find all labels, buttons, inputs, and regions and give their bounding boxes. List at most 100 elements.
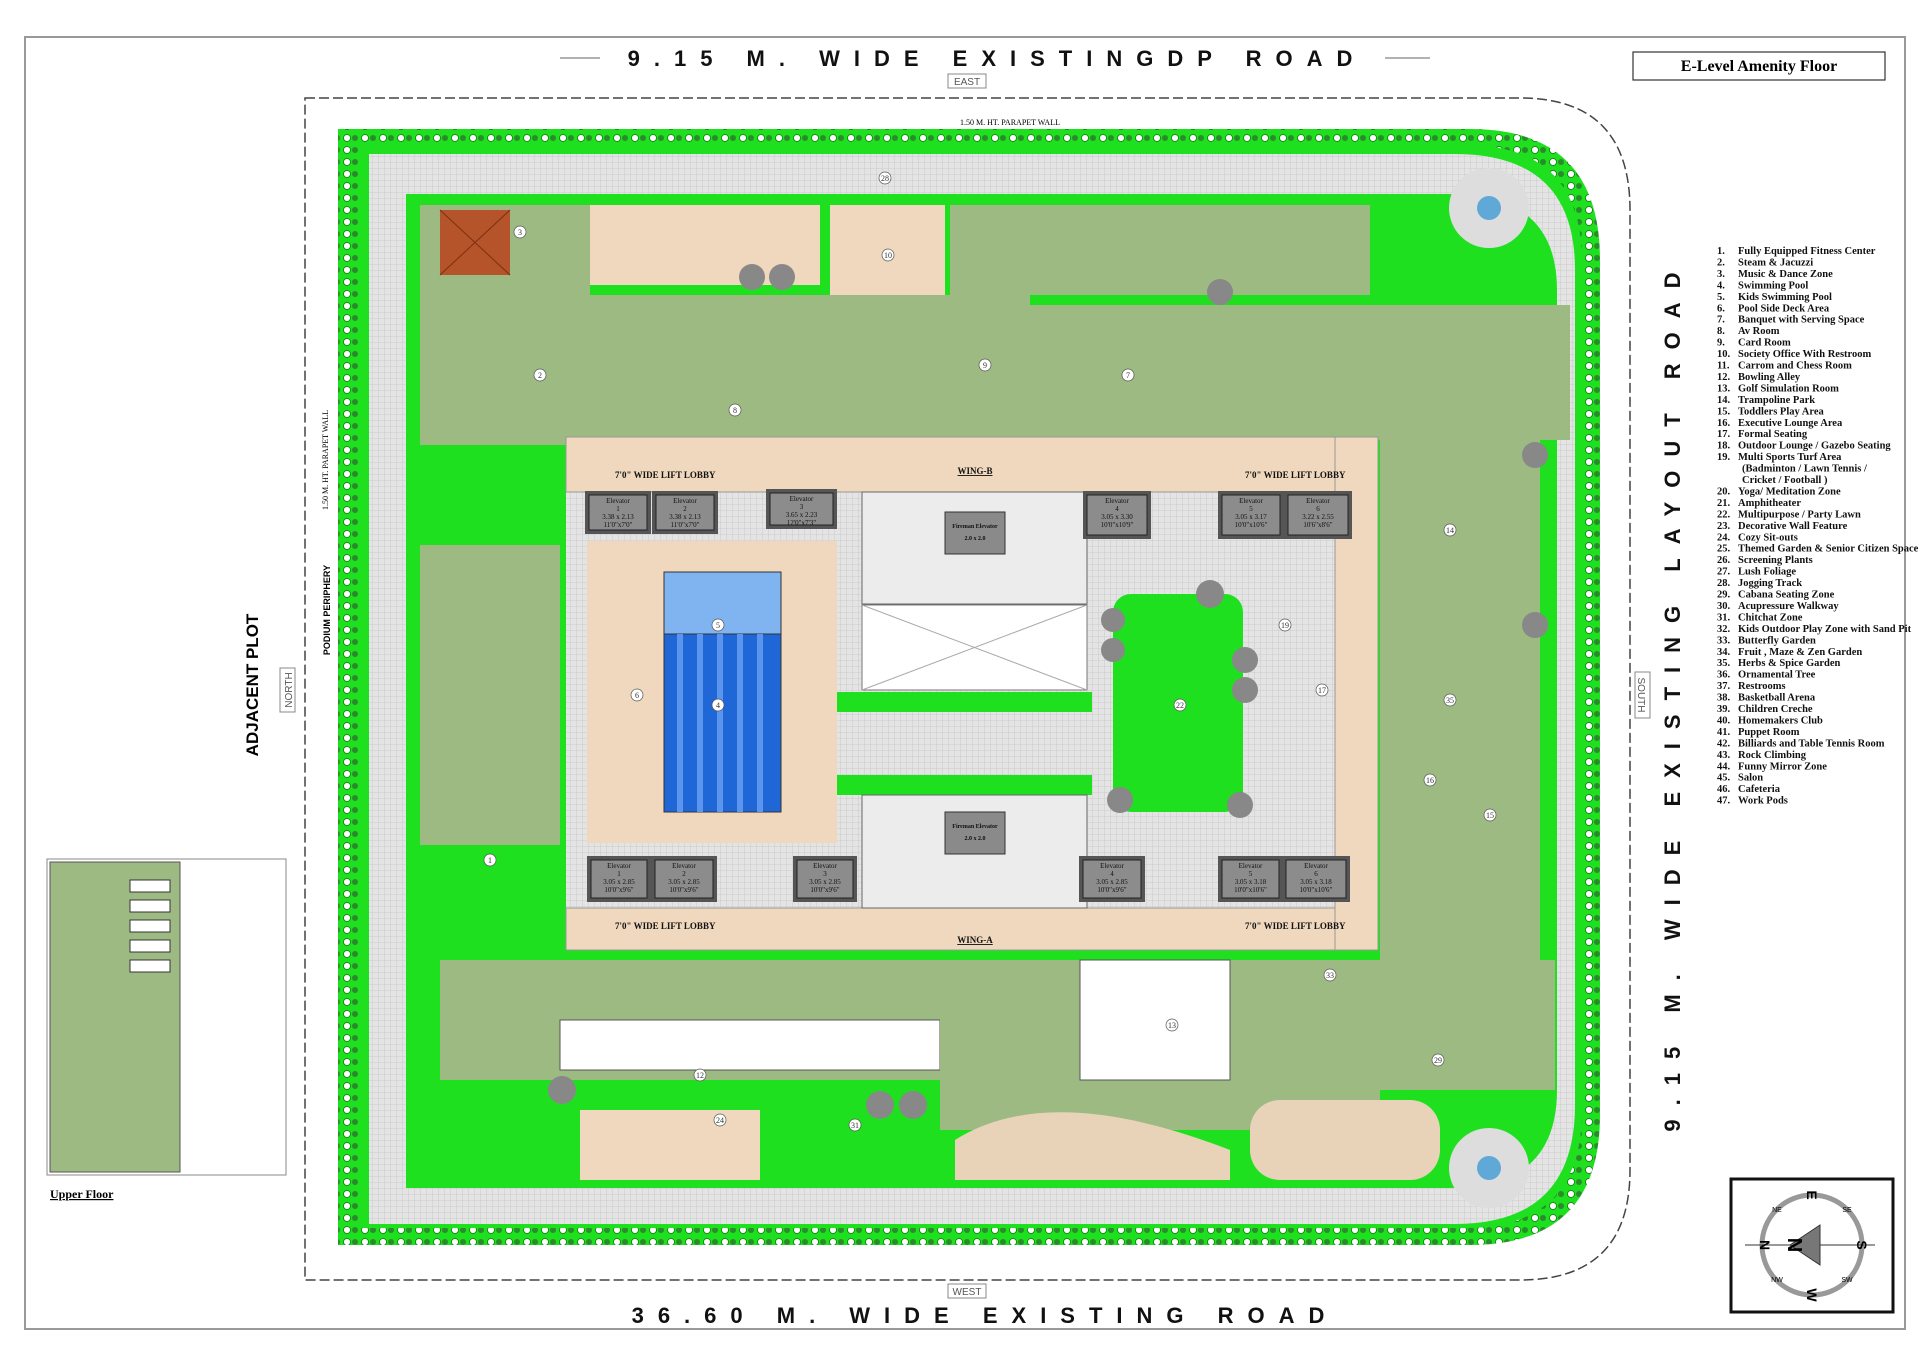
wing-b-lobby-label-left: 7'0" WIDE LIFT LOBBY: [615, 470, 716, 480]
svg-text:16.: 16.: [1717, 418, 1731, 429]
svg-text:Funny Mirror Zone: Funny Mirror Zone: [1738, 761, 1827, 772]
svg-text:Card Room: Card Room: [1738, 338, 1791, 349]
fireman-elevator-metric: 2.0 x 2.0: [965, 836, 986, 842]
compass: N N E S W NE SE SW NW: [1729, 1177, 1895, 1314]
svg-text:S: S: [1854, 1240, 1870, 1249]
svg-text:19.: 19.: [1717, 452, 1731, 463]
svg-text:15: 15: [1486, 811, 1494, 820]
legend-item: 9.Card Room: [1717, 338, 1791, 349]
zone-banquet: [1020, 305, 1570, 440]
svg-text:22: 22: [1176, 701, 1184, 710]
svg-text:NE: NE: [1772, 1207, 1782, 1214]
parapet-top-label: 1.50 M. HT. PARAPET WALL: [960, 118, 1060, 127]
svg-text:5.: 5.: [1717, 292, 1725, 303]
wing-b-lobby-label-right: 7'0" WIDE LIFT LOBBY: [1245, 470, 1346, 480]
elevator-imperial: 10'6"x8'6": [1303, 521, 1332, 529]
svg-text:24.: 24.: [1717, 532, 1731, 543]
zone-golf: [1079, 959, 1231, 1081]
zone-marker: 14: [1443, 523, 1457, 537]
elevator-imperial: 11'0"x7'0": [604, 521, 633, 529]
svg-text:25.: 25.: [1717, 544, 1731, 555]
svg-text:Herbs & Spice Garden: Herbs & Spice Garden: [1738, 658, 1841, 669]
svg-text:2.: 2.: [1717, 257, 1725, 268]
svg-text:14.: 14.: [1717, 395, 1731, 406]
svg-text:33: 33: [1326, 971, 1334, 980]
legend-item: 17.Formal Seating: [1717, 429, 1808, 440]
legend-item: (Badminton / Lawn Tennis /: [1742, 464, 1868, 475]
legend-item: 11.Carrom and Chess Room: [1717, 361, 1852, 372]
legend-item: Cricket / Football ): [1742, 475, 1828, 486]
svg-text:13.: 13.: [1717, 383, 1731, 394]
svg-text:Carrom and Chess Room: Carrom and Chess Room: [1738, 361, 1852, 372]
legend-item: 16.Executive Lounge Area: [1717, 418, 1843, 429]
zone-marker: 12: [693, 1068, 707, 1082]
svg-text:2: 2: [538, 371, 542, 380]
legend-item: 37.Restrooms: [1717, 681, 1786, 692]
svg-text:Homemakers Club: Homemakers Club: [1738, 715, 1823, 726]
svg-text:46.: 46.: [1717, 784, 1731, 795]
legend-item: 34.Fruit , Maze & Zen Garden: [1717, 647, 1862, 658]
svg-text:39.: 39.: [1717, 704, 1731, 715]
legend-item: 10.Society Office With Restroom: [1717, 349, 1872, 360]
elevator-metric: 3.05 x 2.85: [668, 878, 700, 886]
svg-text:13: 13: [1168, 1021, 1176, 1030]
svg-text:6.: 6.: [1717, 303, 1725, 314]
legend-item: 14.Trampoline Park: [1717, 395, 1815, 406]
wing-a-label: WING-A: [957, 935, 993, 945]
zone-kids-play: [955, 1112, 1230, 1180]
svg-text:Av Room: Av Room: [1738, 326, 1780, 337]
zone-marker: 3: [513, 225, 527, 239]
elevator-label: Elevator: [790, 495, 814, 503]
svg-text:Children Creche: Children Creche: [1738, 704, 1813, 715]
svg-text:8.: 8.: [1717, 326, 1725, 337]
svg-text:Formal Seating: Formal Seating: [1738, 429, 1808, 440]
svg-text:Salon: Salon: [1738, 773, 1763, 784]
legend-item: 41.Puppet Room: [1717, 727, 1800, 738]
svg-text:(Badminton / Lawn Tennis /: (Badminton / Lawn Tennis /: [1742, 464, 1868, 475]
svg-text:20.: 20.: [1717, 486, 1731, 497]
elevator-label: Elevator: [606, 497, 630, 505]
elevator-no: 4: [1110, 870, 1114, 878]
elevator-no: 5: [1249, 870, 1253, 878]
zone-marker: 5: [711, 618, 725, 632]
svg-text:23.: 23.: [1717, 521, 1731, 532]
svg-text:28.: 28.: [1717, 578, 1731, 589]
legend-item: 4.Swimming Pool: [1717, 280, 1808, 291]
zone-marker: 17: [1315, 683, 1329, 697]
legend-item: 35. Herbs & Spice Garden: [1717, 658, 1841, 669]
svg-text:SE: SE: [1842, 1207, 1852, 1214]
elevator-label: Elevator: [607, 862, 631, 870]
elevator-metric: 3.05 x 2.85: [809, 878, 841, 886]
north-label: NORTH: [284, 672, 295, 707]
elevator-metric: 3.05 x 2.85: [1096, 878, 1128, 886]
elevator-metric: 3.22 x 2.55: [1302, 513, 1334, 521]
legend-item: 23.Decorative Wall Feature: [1717, 521, 1848, 532]
fireman-elevator-label: Fireman Elevator: [952, 824, 998, 830]
svg-text:35.: 35.: [1717, 658, 1731, 669]
svg-text:Rock Climbing: Rock Climbing: [1738, 750, 1807, 761]
svg-text:Cabana Seating Zone: Cabana Seating Zone: [1738, 590, 1835, 601]
zone-marker: 10: [881, 248, 895, 262]
svg-text:33.: 33.: [1717, 635, 1731, 646]
svg-text:27.: 27.: [1717, 567, 1731, 578]
elevator-no: 3: [823, 870, 827, 878]
zone-marker: 28: [878, 171, 892, 185]
svg-text:19: 19: [1281, 621, 1289, 630]
zone-marker: 7: [1121, 368, 1135, 382]
svg-text:Butterfly Garden: Butterfly Garden: [1738, 635, 1816, 646]
svg-text:Golf Simulation Room: Golf Simulation Room: [1738, 383, 1839, 394]
svg-text:Bowling Alley: Bowling Alley: [1738, 372, 1801, 383]
zone-marker: 9: [978, 358, 992, 372]
svg-text:Cozy Sit-outs: Cozy Sit-outs: [1738, 532, 1798, 543]
svg-text:31.: 31.: [1717, 612, 1731, 623]
svg-text:3.: 3.: [1717, 269, 1725, 280]
svg-text:1.: 1.: [1717, 246, 1725, 257]
svg-text:Ornamental Tree: Ornamental Tree: [1738, 670, 1816, 681]
legend-item: 19.Multi Sports Turf Area: [1717, 452, 1842, 463]
